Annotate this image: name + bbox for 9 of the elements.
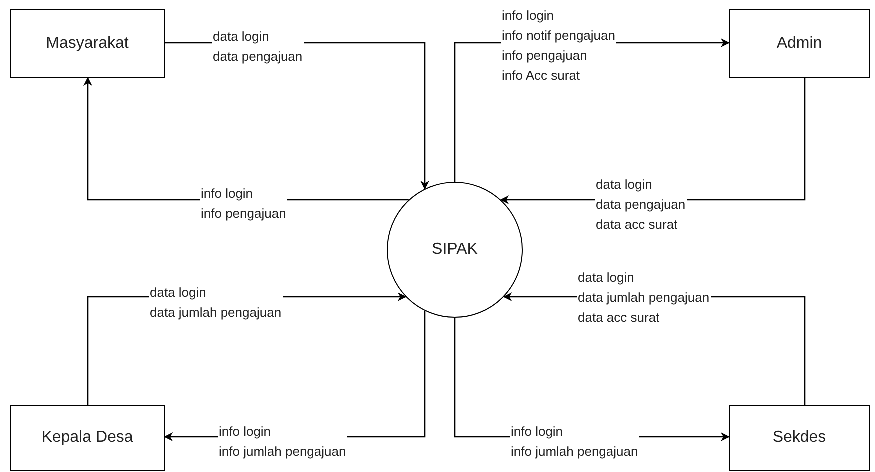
node-label: Sekdes <box>772 428 826 448</box>
entity-box <box>729 405 870 471</box>
node-label: Masyarakat <box>46 34 129 54</box>
node-label: SIPAK <box>432 240 478 260</box>
node-label: Admin <box>776 34 822 54</box>
entity-box <box>729 9 870 78</box>
entity-box <box>10 9 165 78</box>
node-label: Kepala Desa <box>42 428 134 448</box>
entity-box <box>10 405 165 471</box>
